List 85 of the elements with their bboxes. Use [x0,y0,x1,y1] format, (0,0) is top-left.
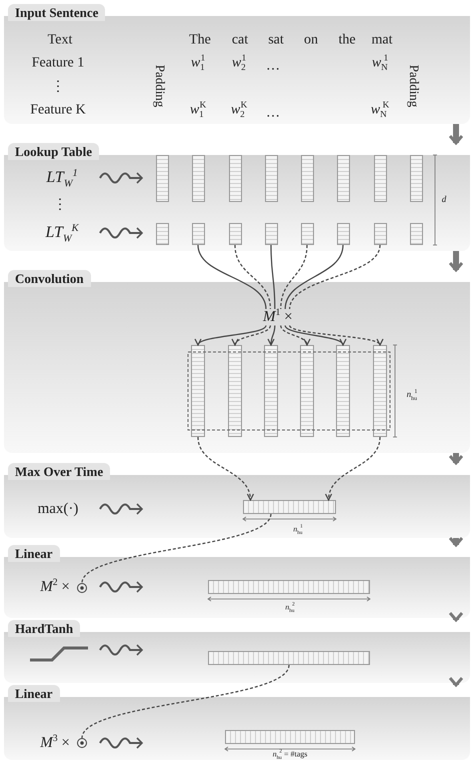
panel-title: Convolution [8,270,91,287]
vector-column [191,345,205,437]
word: on [304,32,318,48]
vector-column [264,345,278,437]
layer-panel [4,685,470,760]
connector [197,325,266,346]
vector-column [192,223,204,245]
dimension-label: n$_{hu}$$^{2}$ = #tags [272,750,308,760]
vertical-ellipsis: ⋮ [51,79,65,95]
word: The [189,32,211,48]
vector-bar [208,651,370,665]
panel-title: HardTanh [8,620,80,637]
connector [268,325,276,346]
layer-arrow [448,251,464,272]
vector-column [300,155,314,202]
padding-label: Padding [406,64,422,108]
connector [234,244,271,310]
connector [197,436,254,501]
matrix-label: M$^{2}$ × [40,578,70,596]
connector [289,244,381,310]
vector-column [264,223,278,245]
vector-column [192,155,204,202]
vector-column [336,223,350,245]
vector-column [264,155,278,202]
matrix-label: M$^{3}$ × [40,734,70,752]
layer-panel [4,620,470,683]
row-header: Text [48,32,72,48]
vector-column [410,155,422,202]
vector-bar [208,580,370,594]
vector-column [300,223,314,245]
vector-column [336,345,350,437]
panel-title: Linear [8,545,60,562]
vector-column [228,223,242,245]
word: mat [372,32,392,48]
connector [270,245,276,309]
layer-panel [4,270,470,453]
panel-title: Max Over Time [8,463,110,480]
layer-arrow [448,124,464,144]
layer-panel [4,4,470,124]
vector-column [228,345,242,437]
matrix-label: M$^{1}$ × [263,309,293,326]
vertical-ellipsis: ⋮ [53,197,67,213]
connector [81,514,272,584]
vector-bar [243,500,336,514]
vector-column [336,155,350,202]
vector-column [374,155,386,202]
connector [197,244,267,310]
vector-bar [225,730,355,744]
connector [81,664,290,738]
connector [289,325,381,346]
panel-title: Linear [8,685,60,702]
layer-arrow [448,612,464,622]
vector-column [373,345,387,437]
word: the [338,32,356,48]
dot-product-symbol [77,738,87,748]
panel-title: Lookup Table [8,143,99,160]
connector [284,325,344,346]
dimension-label: d [442,195,446,205]
connector [233,325,271,346]
connector [326,436,381,501]
vector-column [156,223,168,245]
word: sat [268,32,284,48]
vector-column [228,155,242,202]
connector [284,244,344,310]
connector [280,244,308,310]
layer-arrow [448,676,464,686]
word: cat [232,32,248,48]
vector-column [300,345,314,437]
row-header: Feature 1 [32,55,84,71]
layer-panel [4,143,470,251]
function-label: max(·) [38,500,78,518]
connector [280,325,310,346]
vector-column [156,155,168,202]
padding-label: Padding [152,64,168,108]
layer-panel [4,463,470,538]
panel-title: Input Sentence [8,4,106,21]
ellipsis: … [266,58,280,74]
dot-product-symbol [77,583,87,593]
layer-arrow [448,536,464,546]
vector-column [410,223,422,245]
vector-column [374,223,386,245]
ellipsis: … [266,105,280,121]
layer-arrow [448,453,464,464]
row-header: Feature K [30,102,86,118]
layer-panel [4,545,470,618]
